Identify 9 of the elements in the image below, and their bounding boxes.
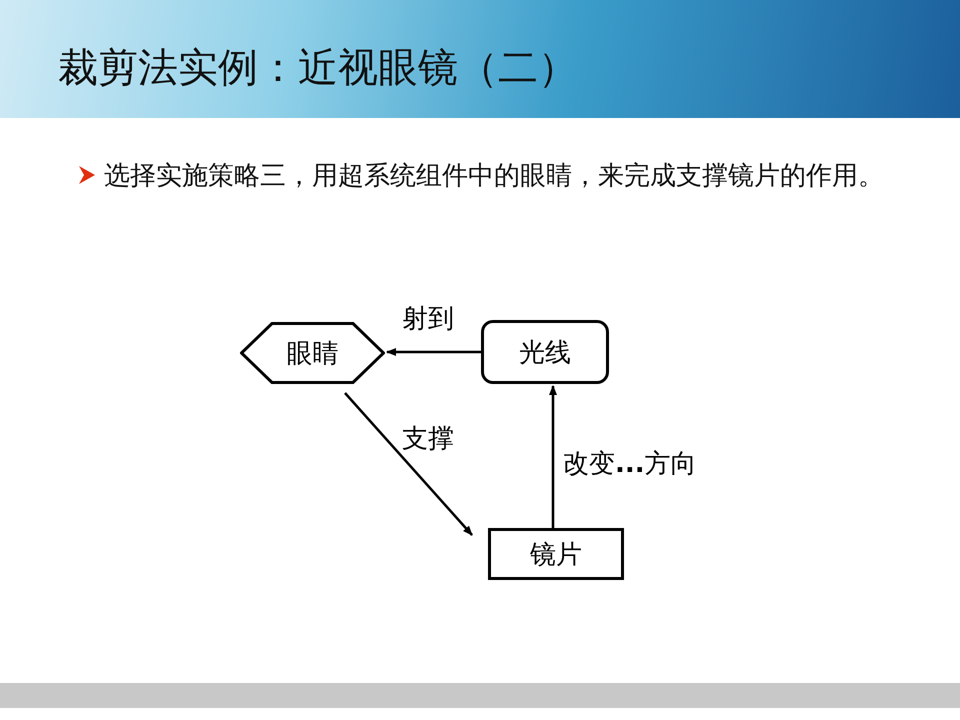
- eye-hexagon: 眼睛: [240, 322, 385, 384]
- arrow: [344, 392, 473, 536]
- arrow: [386, 348, 481, 356]
- process-box: 镜片: [488, 528, 624, 580]
- arrow: [549, 385, 557, 528]
- slide-title: 裁剪法实例：近视眼镜（二）: [58, 44, 578, 93]
- edge-label: 射到: [402, 305, 454, 334]
- bullet-text: 选择实施策略三，用超系统组件中的眼睛，来完成支撑镜片的作用。: [104, 160, 885, 193]
- process-box: 光线: [481, 320, 609, 384]
